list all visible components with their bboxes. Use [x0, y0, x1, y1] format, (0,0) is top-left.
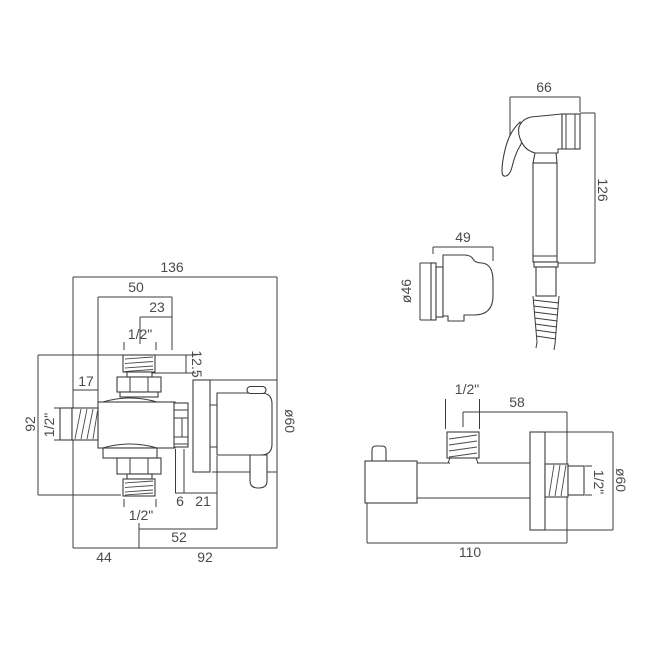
side-wall-plate	[529, 431, 546, 531]
front-left-flange	[59, 407, 73, 441]
dim-label-front-plate-depth: 21	[195, 493, 211, 509]
side-body-tube	[417, 462, 530, 499]
front-top-hex-nut	[116, 376, 162, 393]
front-handle-lever	[249, 454, 268, 489]
side-outlet-flange	[567, 465, 585, 496]
front-bottom-hex-nut	[116, 457, 162, 475]
spray-nozzle-cap	[561, 113, 581, 150]
dim-label-front-bottom-width: 92	[197, 549, 213, 565]
hand-spray	[501, 113, 581, 351]
dimension-labels: 136 50 23 1/2" 12.5 17 92 1/2" ø60 6 21 …	[22, 79, 629, 565]
side-view-dimension-lines	[366, 399, 614, 544]
dim-label-spray-height: 126	[595, 178, 611, 202]
dim-label-spray-width: 66	[536, 79, 552, 95]
dim-label-side-top-offset: 58	[509, 394, 525, 410]
dim-label-front-collar-height: 12.5	[189, 350, 205, 377]
holder-dimension-lines	[419, 246, 494, 321]
front-bottom-shoulder	[102, 447, 158, 459]
front-view-dimension-lines	[37, 276, 278, 549]
front-view-valve-body	[59, 354, 273, 497]
front-wall-plate	[192, 379, 211, 473]
spray-neck	[532, 152, 558, 164]
dim-label-front-body-width: 50	[128, 279, 144, 295]
spray-holder	[430, 254, 494, 322]
dim-label-front-bottom-offset: 52	[171, 529, 187, 545]
front-handle-indicator-tab	[246, 385, 267, 395]
dim-label-front-top-thread: 1/2"	[128, 326, 152, 342]
dim-label-front-gap: 6	[176, 493, 184, 509]
dim-label-front-bottom-left: 44	[96, 549, 112, 565]
spray-hose-coil	[532, 295, 560, 351]
dim-label-side-plate-dia: ø60	[613, 468, 629, 492]
side-valve-block	[364, 460, 418, 504]
dim-label-side-out-thread: 1/2"	[591, 470, 607, 494]
dim-label-holder-width: 49	[455, 229, 471, 245]
side-outlet-thread	[544, 463, 569, 498]
side-view-valve	[364, 431, 585, 531]
dim-label-holder-dia: ø46	[398, 279, 414, 303]
spray-hose-nut	[535, 266, 557, 297]
front-outlet-connector	[173, 402, 189, 448]
holder-wall-plate	[430, 262, 437, 321]
front-bottom-neck	[126, 473, 153, 480]
spray-head	[518, 113, 563, 154]
spray-trigger	[501, 120, 524, 177]
dim-label-side-top-thread: 1/2"	[455, 381, 479, 397]
spray-handle	[532, 162, 558, 263]
dim-label-front-left-offset: 17	[78, 373, 94, 389]
side-diverter-knob	[371, 445, 387, 462]
holder-plate-flange	[435, 266, 444, 318]
dim-label-front-top-offset: 23	[149, 299, 165, 315]
spray-hose-lip	[533, 261, 559, 268]
front-top-washer	[119, 391, 159, 398]
front-handle	[216, 392, 273, 456]
dim-label-front-left-thread: 1/2"	[41, 413, 57, 437]
dim-label-front-height: 92	[22, 416, 38, 432]
dim-label-front-bottom-thread: 1/2"	[129, 507, 153, 523]
dim-label-front-plate-dia: ø60	[282, 409, 298, 433]
dim-label-front-total-width: 136	[160, 259, 184, 275]
front-top-neck	[126, 371, 153, 378]
front-valve-body	[97, 401, 176, 449]
spray-dimension-lines	[509, 96, 596, 264]
holder-cup	[442, 254, 494, 322]
dim-label-side-length: 110	[459, 544, 482, 560]
